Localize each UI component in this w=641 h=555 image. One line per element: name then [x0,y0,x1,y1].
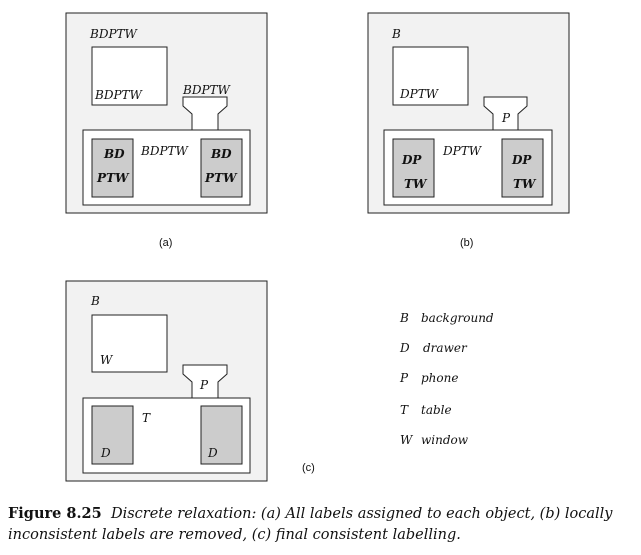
legend-text-p: phone [421,371,458,385]
window-label-a: BDPTW [94,88,144,102]
drawer-left-label-c: D [100,446,111,460]
room-label-c: B [90,294,100,308]
drawer-right-label-b-2: TW [513,177,537,191]
legend-key-w: W [400,433,414,447]
drawer-right-label-b-1: DP [511,153,532,167]
drawer-left-label-b-2: TW [404,177,428,191]
legend-text-d: drawer [423,341,468,355]
caption-text: Discrete relaxation: (a) All labels assi… [8,506,613,543]
table-label-c: T [142,411,151,425]
drawer-right-a [200,138,243,198]
drawer-right-label-a-2: PTW [204,171,238,185]
phone-label-b: P [501,111,511,125]
window-label-b: DPTW [399,87,440,101]
drawer-left-c [91,405,134,465]
window-label-c: W [100,353,114,367]
window-a [91,46,168,106]
drawer-right-b [501,138,544,198]
legend-key-t: T [400,403,409,417]
drawer-left-label-a-1: BD [103,147,125,161]
drawer-right-label-a-1: BD [210,147,232,161]
drawer-right-label-c: D [207,446,218,460]
drawer-left-label-a-2: PTW [96,171,130,185]
window-b [392,46,469,106]
legend-text-t: table [421,403,452,417]
phone-label-c: P [199,378,209,392]
drawer-left-a [91,138,134,198]
panel-label-a: (a) [159,237,172,249]
panel-c: B W P T D D (c) [65,280,315,482]
phone-label-a: BDPTW [182,83,232,97]
room-label-b: B [391,27,401,41]
panel-label-b: (b) [460,237,473,249]
table-label-a: BDPTW [140,144,190,158]
panel-label-c: (c) [302,462,315,474]
drawer-left-label-b-1: DP [401,153,422,167]
room-label-a: BDPTW [89,27,139,41]
panel-a: BDPTW BDPTW BDPTW BDPTW BD PTW BD PTW (a… [65,12,268,249]
legend-key-b: B [399,311,409,325]
legend-text-b: background [421,311,494,325]
legend-key-d: D [399,341,410,355]
figure-caption: Figure 8.25 Discrete relaxation: (a) All… [8,503,636,546]
legend: B background D drawer P phone T table W … [399,311,494,447]
window-c [91,314,168,373]
drawer-left-b [392,138,435,198]
panel-b: B DPTW P DPTW DP TW DP TW (b) [367,12,570,249]
figure-number: Figure 8.25 [8,505,102,522]
legend-key-p: P [399,371,409,385]
table-label-b: DPTW [442,144,483,158]
legend-text-w: window [421,433,469,447]
drawer-right-c [200,405,243,465]
